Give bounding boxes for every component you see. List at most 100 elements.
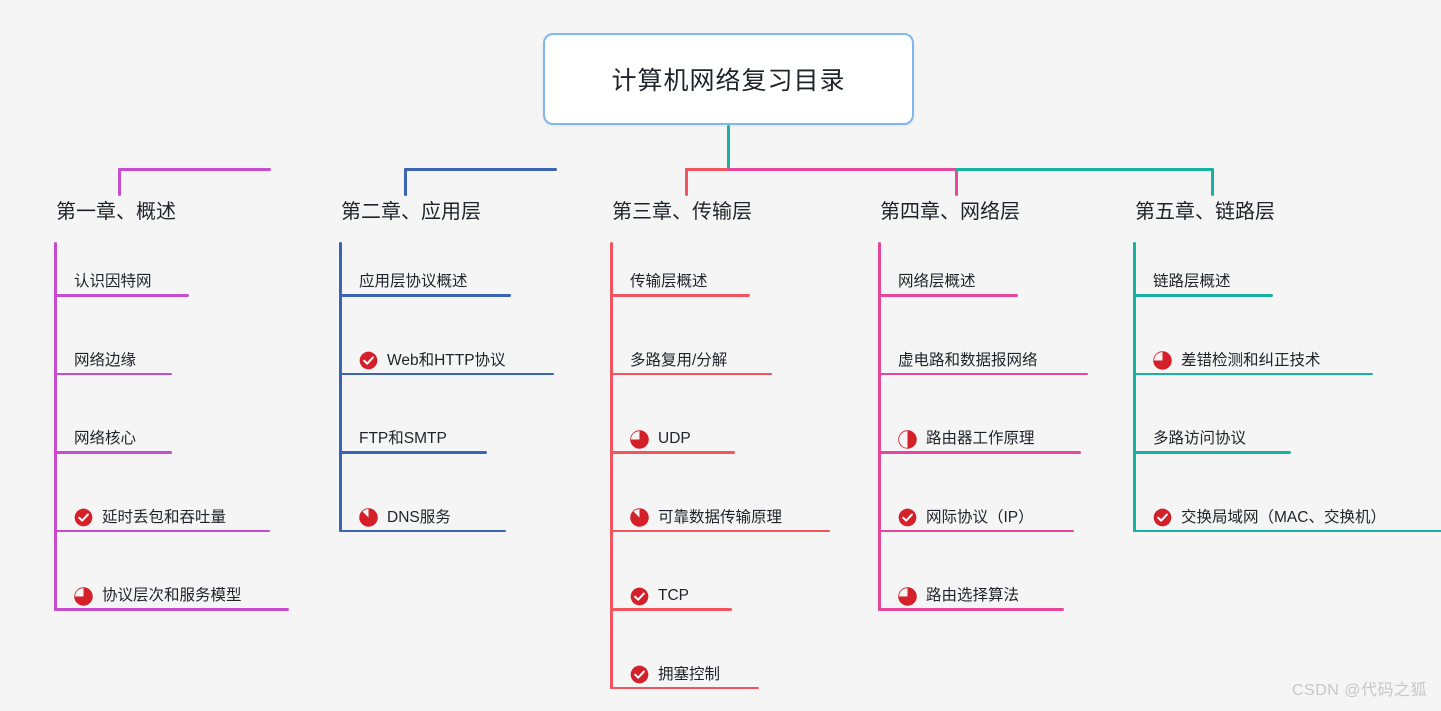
drop-connector-chapter-4 [955,168,958,196]
leaf-node[interactable]: 虚电路和数据报网络 [898,351,1038,371]
leaf-underline [610,608,732,611]
leaf-label: 网络层概述 [898,273,976,290]
leaf-underline [1133,294,1273,297]
leaf-underline [878,451,1081,454]
leaf-underline [610,529,830,532]
pie-half-icon [898,429,917,449]
leaf-underline [54,451,172,454]
leaf-node[interactable]: DNS服务 [359,508,451,528]
leaf-underline [1133,529,1441,532]
leaf-label: Web和HTTP协议 [387,351,506,369]
drop-connector-chapter-5 [1211,168,1214,196]
branch-title-chapter-4[interactable]: 第四章、网络层 [880,201,1020,223]
leaf-node[interactable]: 路由选择算法 [898,586,1019,606]
branch-spine-chapter-2 [339,242,342,532]
leaf-node[interactable]: 应用层协议概述 [359,272,468,292]
leaf-node[interactable]: 交换局域网（MAC、交换机） [1153,508,1386,528]
leaf-underline [339,294,511,297]
leaf-node[interactable]: 协议层次和服务模型 [74,586,242,606]
leaf-node[interactable]: 网际协议（IP） [898,508,1034,528]
leaf-label: 网络边缘 [74,351,137,369]
leaf-underline [54,529,270,532]
leaf-label: 协议层次和服务模型 [102,587,242,604]
leaf-node[interactable]: UDP [630,429,691,449]
branch-spine-chapter-1 [54,242,57,611]
leaf-node[interactable]: 延时丢包和吞吐量 [74,508,226,528]
leaf-node[interactable]: 多路访问协议 [1153,429,1246,449]
trunk-segment-chapter-1 [118,168,271,171]
branch-spine-chapter-3 [610,242,613,689]
leaf-label: 传输层概述 [630,273,708,290]
pie-quarter-icon [630,429,649,449]
leaf-label: 路由选择算法 [926,587,1020,604]
branch-spine-chapter-4 [878,242,881,611]
trunk-segment-chapter-5 [955,168,1214,171]
leaf-underline [339,529,506,532]
leaf-underline [339,451,487,454]
check-circle-icon [1153,508,1172,527]
branch-title-chapter-1[interactable]: 第一章、概述 [56,201,176,223]
check-circle-icon [359,351,378,370]
leaf-node[interactable]: 认识因特网 [74,272,152,292]
leaf-label: 虚电路和数据报网络 [898,351,1038,369]
leaf-label: DNS服务 [387,508,451,526]
pie-quarter-icon [1153,351,1172,370]
leaf-label: UDP [658,430,691,447]
leaf-underline [610,686,759,689]
leaf-node[interactable]: 多路复用/分解 [630,351,727,371]
check-circle-icon [898,508,917,527]
branch-spine-chapter-5 [1133,242,1136,532]
leaf-underline [610,451,735,454]
pie-eighth-icon [359,508,378,527]
leaf-underline [878,608,1064,611]
leaf-underline [610,372,772,375]
leaf-node[interactable]: 传输层概述 [630,272,708,292]
leaf-node[interactable]: TCP [630,586,689,606]
leaf-label: 可靠数据传输原理 [658,508,783,526]
leaf-label: 交换局域网（MAC、交换机） [1181,508,1386,526]
branch-title-chapter-3[interactable]: 第三章、传输层 [612,201,752,223]
trunk-segment-chapter-4 [728,168,958,171]
trunk-segment-chapter-2 [404,168,557,171]
leaf-label: 认识因特网 [74,273,152,290]
leaf-node[interactable]: 网络层概述 [898,272,976,292]
leaf-label: 路由器工作原理 [926,430,1035,447]
leaf-node[interactable]: 拥塞控制 [630,665,720,685]
branch-title-chapter-2[interactable]: 第二章、应用层 [341,201,481,223]
trunk-segment-chapter-3 [685,168,731,171]
watermark: CSDN @代码之狐 [1291,682,1427,699]
leaf-node[interactable]: 差错检测和纠正技术 [1153,351,1321,371]
leaf-label: 延时丢包和吞吐量 [102,508,227,526]
leaf-label: 多路复用/分解 [630,351,728,369]
leaf-underline [54,608,289,611]
drop-connector-chapter-1 [118,168,121,196]
pie-quarter-icon [898,586,917,606]
leaf-underline [1133,372,1373,375]
leaf-node[interactable]: Web和HTTP协议 [359,351,506,371]
leaf-node[interactable]: 链路层概述 [1153,272,1231,292]
leaf-underline [339,372,554,375]
leaf-label: TCP [658,587,689,604]
root-node[interactable]: 计算机网络复习目录 [543,33,914,125]
leaf-label: 应用层协议概述 [359,273,468,290]
check-circle-icon [630,587,649,606]
leaf-label: 多路访问协议 [1153,430,1247,447]
leaf-node[interactable]: 网络边缘 [74,351,136,371]
leaf-label: 链路层概述 [1153,273,1231,290]
leaf-underline [54,372,172,375]
leaf-label: 网络核心 [74,430,137,447]
leaf-underline [878,529,1074,532]
leaf-node[interactable]: 网络核心 [74,429,136,449]
leaf-node[interactable]: FTP和SMTP [359,429,447,449]
leaf-node[interactable]: 路由器工作原理 [898,429,1035,449]
page-title: 计算机网络复习目录 [611,67,846,95]
leaf-underline [1133,451,1291,454]
leaf-node[interactable]: 可靠数据传输原理 [630,508,782,528]
drop-connector-chapter-3 [685,168,688,196]
leaf-underline [610,294,750,297]
leaf-label: 差错检测和纠正技术 [1181,351,1321,369]
check-circle-icon [630,665,649,684]
branch-title-chapter-5[interactable]: 第五章、链路层 [1135,201,1275,223]
leaf-underline [878,372,1088,375]
